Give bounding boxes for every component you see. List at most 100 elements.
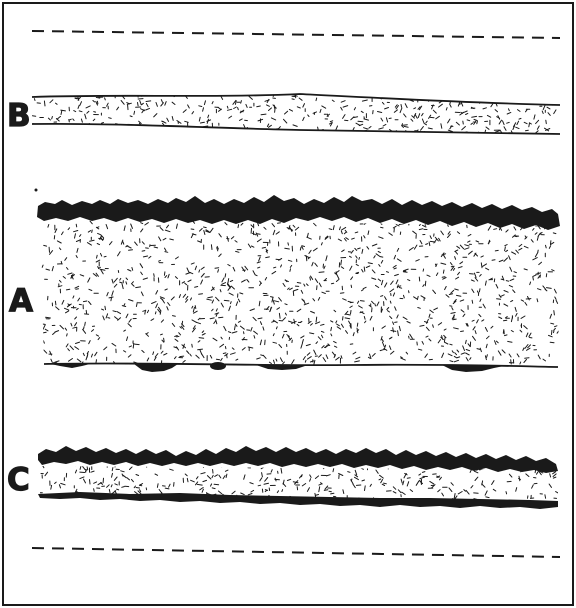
- speckle-mark: [293, 125, 297, 127]
- speckle-mark: [326, 475, 330, 476]
- speckle-mark: [130, 467, 133, 470]
- speckle-mark: [96, 335, 98, 336]
- speckle-mark: [466, 340, 467, 343]
- speckle-mark: [136, 287, 141, 288]
- speckle-mark: [448, 232, 450, 235]
- speckle-mark: [379, 128, 383, 129]
- speckle-mark: [403, 272, 407, 273]
- speckle-mark: [460, 262, 463, 264]
- speckle-mark: [141, 292, 143, 296]
- speckle-mark: [537, 299, 538, 302]
- speckle-mark: [73, 119, 74, 121]
- speckle-mark: [196, 477, 198, 479]
- speckle-mark: [278, 223, 281, 224]
- speckle-mark: [80, 477, 84, 479]
- speckle-mark: [307, 233, 308, 237]
- speckle-mark: [227, 109, 231, 110]
- speckle-mark: [140, 264, 143, 268]
- speckle-mark: [344, 239, 346, 242]
- speckle-mark: [387, 308, 389, 310]
- speckle-mark: [220, 344, 224, 347]
- speckle-mark: [77, 248, 78, 252]
- speckle-mark: [126, 282, 127, 284]
- speckle-mark: [461, 353, 464, 354]
- speckle-mark: [449, 488, 452, 492]
- speckle-mark: [267, 105, 270, 106]
- speckle-mark: [288, 243, 289, 245]
- speckle-mark: [381, 227, 383, 228]
- speckle-mark: [322, 346, 324, 348]
- speckle-mark: [285, 280, 288, 282]
- speckle-mark: [260, 283, 261, 285]
- speckle-mark: [146, 101, 151, 102]
- speckle-mark: [107, 134, 111, 135]
- speckle-mark: [331, 327, 332, 330]
- speckle-mark: [466, 113, 468, 114]
- speckle-mark: [341, 107, 343, 110]
- speckle-mark: [441, 124, 442, 129]
- speckle-mark: [390, 316, 392, 318]
- speckle-mark: [285, 248, 290, 249]
- speckle-mark: [201, 280, 203, 284]
- speckle-mark: [299, 98, 302, 100]
- speckle-mark: [160, 228, 163, 231]
- speckle-mark: [341, 324, 343, 327]
- speckle-mark: [365, 486, 366, 491]
- speckle-mark: [180, 327, 182, 329]
- speckle-mark: [198, 318, 200, 320]
- speckle-mark: [302, 475, 303, 477]
- speckle-mark: [521, 324, 522, 326]
- speckle-mark: [527, 348, 531, 350]
- speckle-mark: [128, 270, 131, 272]
- speckle-mark: [264, 483, 269, 484]
- speckle-mark: [147, 358, 149, 361]
- speckle-mark: [75, 470, 76, 473]
- speckle-mark: [145, 310, 146, 314]
- speckle-mark: [363, 287, 366, 288]
- speckle-mark: [310, 333, 314, 334]
- speckle-mark: [109, 490, 110, 493]
- speckle-mark: [461, 112, 463, 113]
- speckle-mark: [66, 289, 69, 290]
- speckle-mark: [343, 490, 344, 494]
- speckle-mark: [440, 477, 442, 480]
- speckle-mark: [420, 325, 424, 326]
- speckle-mark: [331, 493, 334, 494]
- speckle-mark: [368, 357, 370, 358]
- speckle-mark: [499, 260, 503, 262]
- speckle-mark: [433, 110, 436, 113]
- speckle-mark: [325, 486, 328, 489]
- speckle-mark: [132, 285, 134, 287]
- speckle-mark: [308, 115, 309, 117]
- speckle-mark: [245, 266, 248, 270]
- speckle-mark: [532, 485, 534, 488]
- speckle-mark: [257, 262, 260, 263]
- speckle-mark: [507, 112, 511, 114]
- speckle-mark: [516, 127, 519, 128]
- speckle-mark: [282, 334, 284, 338]
- speckle-mark: [345, 230, 347, 232]
- speckle-mark: [355, 132, 359, 134]
- speckle-mark: [78, 298, 80, 301]
- speckle-mark: [210, 228, 213, 232]
- speckle-mark: [455, 250, 458, 251]
- speckle-mark: [518, 95, 521, 96]
- speckle-mark: [199, 270, 200, 272]
- speckle-mark: [366, 266, 370, 268]
- speckle-mark: [195, 306, 196, 309]
- speckle-mark: [393, 265, 396, 267]
- speckle-mark: [200, 350, 202, 354]
- speckle-mark: [414, 108, 416, 109]
- speckle-mark: [467, 120, 470, 121]
- speckle-mark: [359, 258, 360, 260]
- frame-border: [3, 3, 573, 605]
- speckle-mark: [433, 325, 434, 328]
- speckle-mark: [43, 341, 44, 344]
- speckle-mark: [385, 108, 389, 109]
- speckle-mark: [260, 340, 261, 345]
- speckle-mark: [61, 111, 62, 115]
- speckle-mark: [391, 281, 394, 284]
- speckle-mark: [505, 245, 507, 246]
- speckle-mark: [50, 100, 53, 103]
- speckle-mark: [68, 273, 72, 274]
